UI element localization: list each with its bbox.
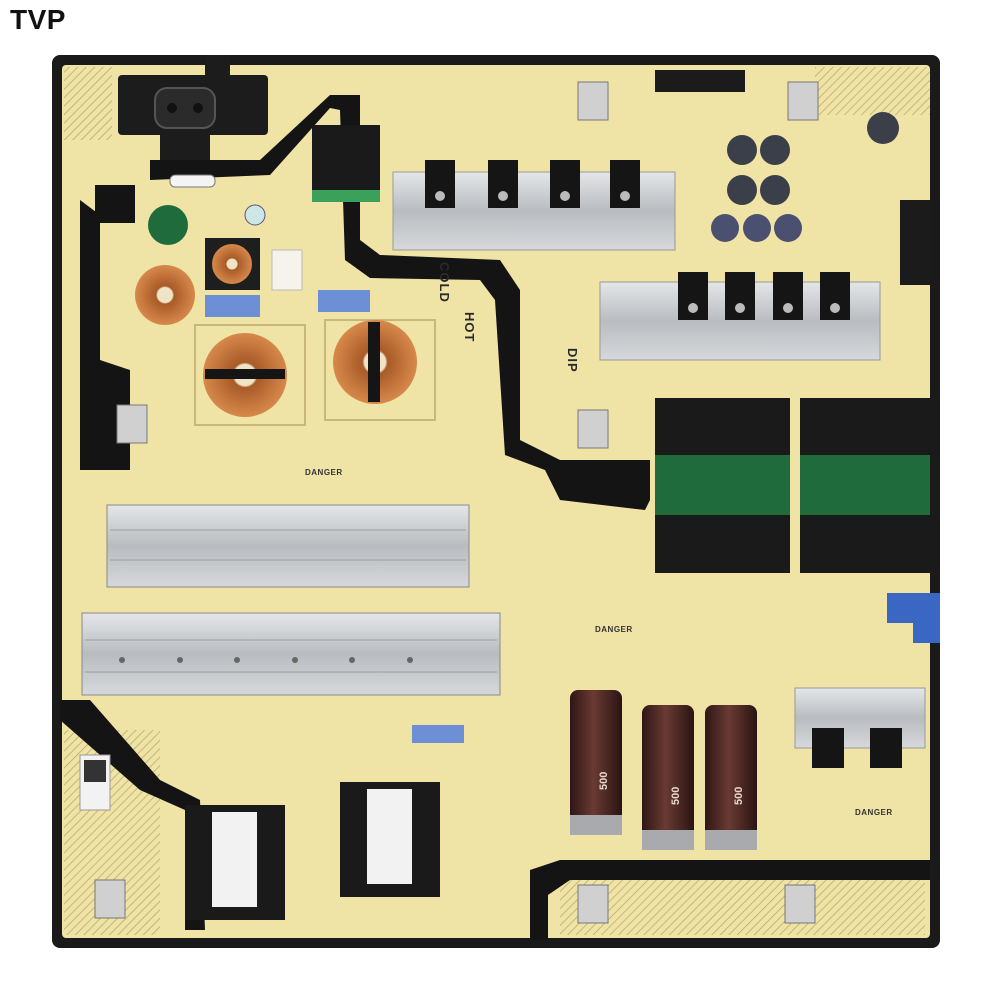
green-varistor bbox=[148, 205, 188, 245]
mounting-clip-7 bbox=[94, 879, 126, 919]
brand-logo: TVP bbox=[10, 4, 66, 35]
isolation-trace-bottom bbox=[530, 860, 930, 940]
toroid-coil-center-left bbox=[194, 324, 306, 426]
toroid-coil-center-right bbox=[324, 319, 436, 421]
qr-code bbox=[84, 760, 106, 782]
capacitor-marking-2: 500 bbox=[670, 786, 682, 805]
mounting-clip-3 bbox=[116, 404, 148, 444]
danger-label-3: DANGER bbox=[855, 808, 893, 817]
transformer-right bbox=[800, 398, 930, 573]
output-connector-top bbox=[655, 70, 745, 92]
white-sticker bbox=[271, 249, 303, 291]
small-transformer-left bbox=[185, 805, 285, 920]
silkscreen-hot: HOT bbox=[462, 312, 477, 343]
isolation-trace-top bbox=[150, 95, 650, 510]
black-block-component bbox=[95, 185, 135, 223]
toroid-coil-left bbox=[135, 265, 195, 325]
capacitor-marking-1: 500 bbox=[598, 771, 610, 790]
hatch-zone-top-right bbox=[815, 67, 930, 115]
fuse bbox=[169, 174, 216, 188]
heatsink-top-left bbox=[392, 160, 676, 251]
capacitor-marking-3: 500 bbox=[733, 786, 745, 805]
mounting-clip-1 bbox=[577, 81, 609, 121]
green-pcb-tab bbox=[312, 190, 380, 202]
heatsink-large-lower bbox=[81, 612, 501, 696]
transformer-left bbox=[655, 398, 790, 573]
mounting-clip-2 bbox=[787, 81, 819, 121]
heatsink-bottom-right bbox=[794, 687, 926, 768]
mounting-clip-5 bbox=[577, 884, 609, 924]
blue-film-capacitor-2 bbox=[913, 593, 940, 643]
silkscreen-dip: DIP bbox=[565, 348, 580, 373]
electrolytic-cap-cluster bbox=[711, 112, 899, 242]
bulk-capacitor-1 bbox=[570, 690, 622, 835]
ac-inlet-connector bbox=[118, 55, 268, 160]
silkscreen-cold: COLD bbox=[437, 262, 452, 303]
connector-right-side bbox=[900, 200, 930, 285]
blue-film-capacitor-1 bbox=[887, 593, 917, 623]
blue-x-capacitor-2 bbox=[318, 290, 370, 312]
blue-x-capacitor-1 bbox=[205, 295, 260, 317]
small-cap bbox=[244, 204, 266, 226]
hatch-zone-top-left bbox=[64, 67, 112, 140]
blue-film-capacitor-bottom bbox=[412, 725, 464, 743]
mounting-clip-6 bbox=[784, 884, 816, 924]
isolation-trace-left bbox=[80, 200, 130, 470]
black-relay bbox=[312, 125, 380, 195]
mounting-clip-4 bbox=[577, 409, 609, 449]
hatch-zone-bottom-right bbox=[560, 880, 925, 935]
common-mode-choke-small bbox=[205, 238, 260, 290]
heatsink-top-right bbox=[599, 272, 881, 361]
small-transformer-right bbox=[340, 782, 440, 897]
danger-label-1: DANGER bbox=[305, 468, 343, 477]
danger-label-2: DANGER bbox=[595, 625, 633, 634]
bulk-capacitor-3 bbox=[705, 705, 757, 850]
heatsink-large-upper bbox=[106, 504, 470, 588]
bulk-capacitor-2 bbox=[642, 705, 694, 850]
